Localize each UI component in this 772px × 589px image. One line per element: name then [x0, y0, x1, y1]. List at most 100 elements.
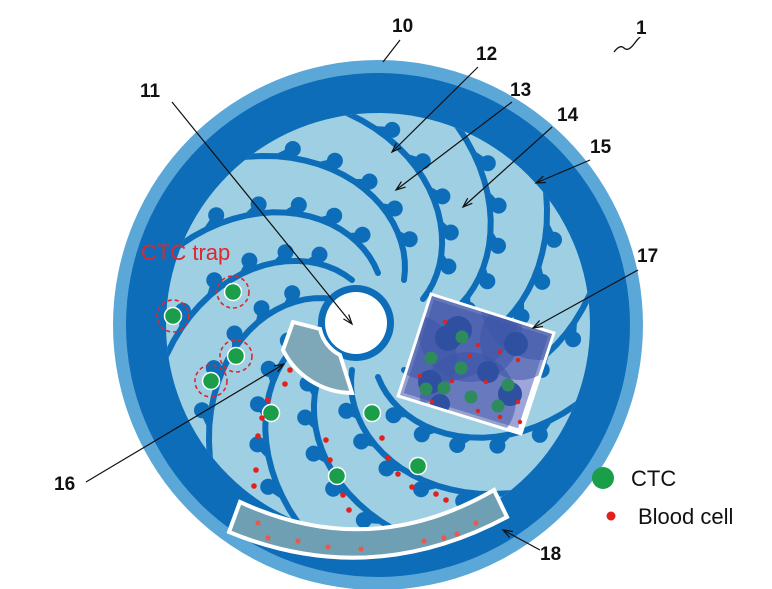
blood-cell — [385, 455, 391, 461]
trap-barb — [443, 222, 456, 234]
blood-cell — [251, 483, 257, 489]
trap-barb — [320, 157, 340, 168]
blood-cell — [443, 497, 449, 503]
trap-highlight — [219, 339, 253, 373]
blood-cell — [346, 507, 352, 513]
blood-cell — [409, 484, 415, 490]
blood-cell — [340, 492, 346, 498]
inset-ctc-cell — [419, 382, 433, 396]
trap-barb — [252, 442, 266, 457]
blood-cell — [265, 397, 271, 403]
wall-arm — [227, 152, 408, 283]
legend-blood-cell-text: Blood cell — [638, 504, 733, 529]
leader-lines — [85, 39, 639, 551]
trap-highlight — [156, 299, 190, 333]
blood-cell — [358, 546, 364, 552]
label-15: 15 — [590, 137, 612, 158]
leader-16 — [85, 363, 285, 483]
label-12: 12 — [476, 44, 497, 65]
inset-blood-cell — [417, 373, 423, 379]
blood-cell — [255, 433, 261, 439]
label-18: 18 — [540, 544, 561, 565]
blood-cell — [253, 467, 259, 473]
leader-13-head — [394, 181, 406, 192]
trap-barb — [240, 255, 253, 271]
blood-cell — [323, 437, 329, 443]
inset-ctc-cell — [464, 390, 478, 404]
trap-barb — [376, 126, 398, 136]
blood-cell — [287, 367, 293, 373]
leader-14 — [462, 126, 553, 208]
label-11: 11 — [140, 81, 161, 102]
trap-barb — [205, 209, 219, 227]
leader-17 — [532, 269, 639, 329]
trap-barb — [265, 364, 276, 382]
trap-barb — [441, 255, 453, 270]
label-1: 1 — [636, 18, 647, 39]
inset-blood-cell — [497, 349, 503, 355]
label-17: 17 — [637, 246, 658, 267]
trap-barb — [356, 178, 375, 188]
trap-barb — [537, 423, 551, 441]
trap-barb — [340, 408, 356, 419]
inset-ctc-cell — [501, 378, 515, 392]
blood-cell — [259, 415, 265, 421]
trapped-ctc-cell — [223, 282, 243, 302]
inset-ctc-cell — [455, 330, 469, 344]
wall-arm — [166, 209, 381, 276]
trap-barb — [515, 303, 525, 322]
inset-blood-cell — [429, 399, 435, 405]
trap-barb — [262, 484, 280, 498]
trap-barb — [355, 437, 373, 447]
trap-barb — [179, 305, 189, 327]
ctc-trap-label: CTC trap — [141, 240, 230, 265]
cells-in-channels — [251, 367, 449, 513]
trap-barb — [476, 152, 494, 166]
trap-barb — [535, 267, 546, 287]
trap-barb — [480, 268, 491, 286]
inset-blood-cell — [475, 408, 481, 414]
trap-barb — [400, 231, 416, 242]
inset-blood-cell — [517, 419, 523, 425]
blood-cell — [282, 381, 288, 387]
leader-14-head — [461, 197, 473, 209]
leader-12 — [391, 66, 479, 153]
trap-barb — [495, 437, 510, 451]
trap-barb — [256, 302, 266, 320]
trap-barb — [416, 482, 436, 493]
blood-outlet-cells — [255, 520, 479, 552]
inset-ctc-cell — [424, 351, 438, 365]
trap-highlight — [216, 275, 250, 309]
trap-barb — [547, 224, 559, 244]
label-14: 14 — [557, 105, 579, 126]
ctc-cell — [261, 403, 281, 423]
trapped-ctc-cell — [163, 306, 183, 326]
leader-15-head — [534, 175, 547, 184]
leader-11-head — [343, 314, 354, 326]
ctc-cell — [362, 403, 382, 423]
leader-10 — [382, 39, 401, 63]
wall-arm — [166, 257, 355, 373]
blood-cell — [327, 457, 333, 463]
trap-barb — [417, 427, 435, 438]
wall-arm — [375, 374, 590, 441]
wall-arm — [205, 295, 336, 476]
blood-cell — [325, 544, 331, 550]
blood-cell — [433, 491, 439, 497]
trap-highlight — [194, 364, 228, 398]
trap-barb — [454, 438, 470, 450]
leader-18 — [502, 529, 541, 551]
inset-blood-cell — [515, 399, 521, 405]
blood-cell — [441, 535, 447, 541]
trap-barb — [286, 200, 302, 212]
leader-17-head — [531, 320, 543, 329]
trap-barb — [388, 409, 406, 418]
ctc-outlet-16 — [280, 319, 355, 396]
legend-ctc-text: CTC — [631, 466, 676, 491]
label-10: 10 — [392, 16, 413, 37]
trap-barb — [567, 323, 577, 345]
blood-cell — [265, 535, 271, 541]
trap-barb — [381, 462, 400, 472]
inset-blood-cell — [475, 342, 481, 348]
inset-blood-cell — [515, 357, 521, 363]
